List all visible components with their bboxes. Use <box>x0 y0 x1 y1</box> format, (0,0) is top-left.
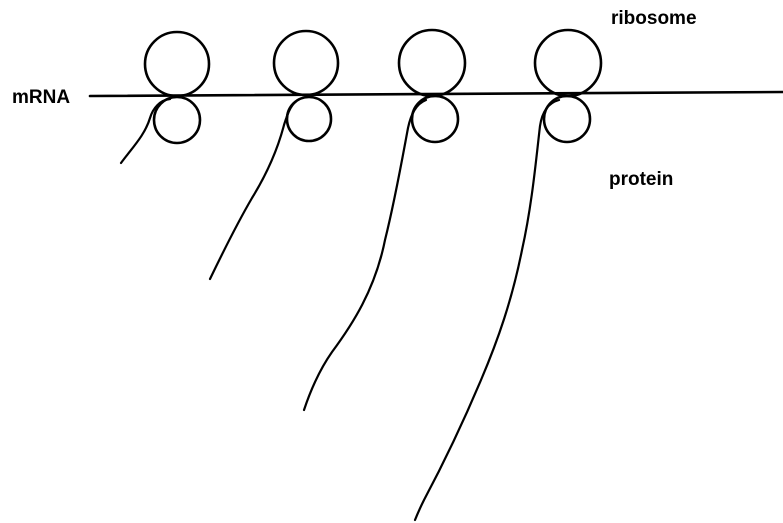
ribosome-3 <box>302 28 467 412</box>
ribosome-small-subunit <box>542 94 592 144</box>
ribosome-2 <box>208 29 340 281</box>
ribosome-4 <box>413 28 603 522</box>
protein-chain <box>302 98 428 412</box>
mrna-strand <box>88 90 783 98</box>
ribosome-large-subunit <box>272 29 340 97</box>
mrna-label: mRNA <box>12 87 71 108</box>
ribosome-1 <box>119 30 211 165</box>
protein-chain <box>208 97 302 281</box>
protein-chain <box>413 98 561 522</box>
ribosome-large-subunit <box>397 28 467 98</box>
ribosome-large-subunit <box>143 30 211 98</box>
ribosome-large-subunit <box>533 28 603 98</box>
ribosome-label: ribosome <box>611 8 697 29</box>
ribosome-small-subunit <box>410 94 460 144</box>
ribosome-small-subunit <box>152 95 202 145</box>
protein-label: protein <box>609 169 674 190</box>
protein-chain <box>119 97 172 165</box>
